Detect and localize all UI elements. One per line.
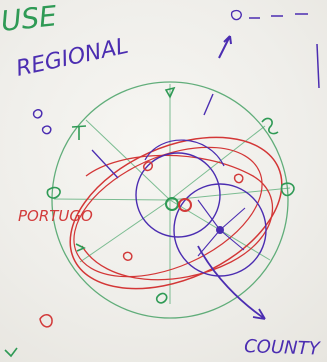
green-marks (46, 86, 295, 304)
red-loop-sweep (81, 154, 274, 281)
blue-circle-left (135, 152, 221, 238)
green-scribble-bottom (4, 347, 18, 358)
county-arrow (197, 245, 266, 320)
right-stroke (316, 43, 320, 89)
red-loop-inner (73, 146, 263, 278)
blue-circle-right (173, 183, 267, 277)
center-cluster (165, 197, 224, 234)
blue-stroke-upper-left (91, 149, 119, 179)
top-squiggle (230, 9, 308, 21)
blue-lines-right (197, 199, 246, 257)
blue-arrow-top (218, 35, 232, 59)
county-label: COUNTY (244, 336, 322, 360)
regional-label: REGIONAL (14, 34, 131, 82)
blue-small-mark (32, 109, 52, 135)
portugal-label: PORTUGO (18, 207, 93, 225)
red-marks (39, 161, 244, 328)
top-left-label: USE (0, 0, 59, 38)
blue-stroke-top (203, 93, 214, 116)
blue-arc (144, 139, 225, 167)
outer-green-circle (51, 81, 289, 319)
